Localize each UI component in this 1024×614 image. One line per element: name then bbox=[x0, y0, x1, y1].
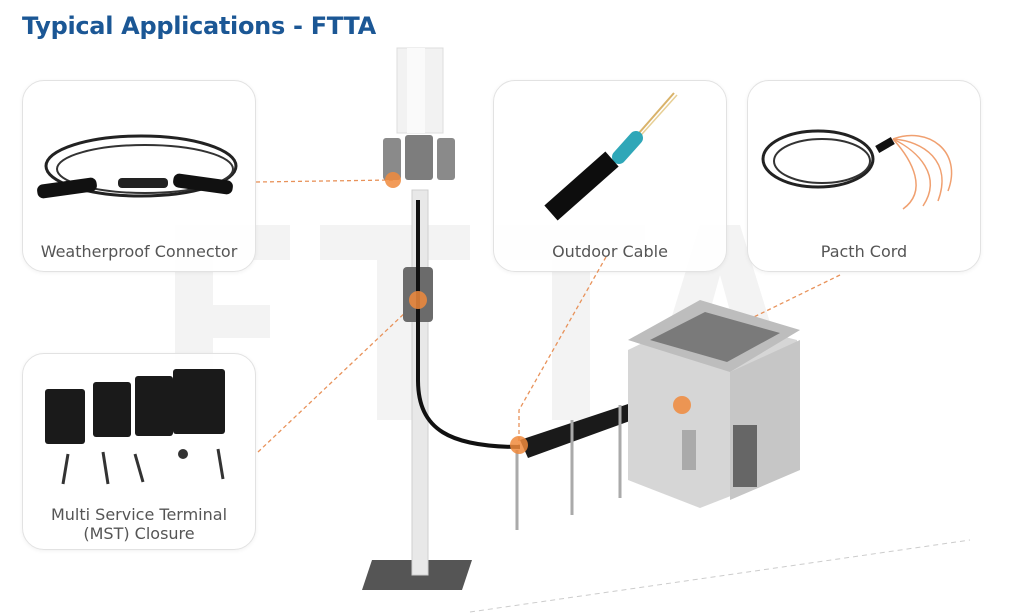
pole bbox=[362, 47, 472, 590]
card-label: Weatherproof Connector bbox=[40, 242, 238, 261]
card-label-line1: Multi Service Terminal bbox=[50, 505, 228, 524]
outdoor-cable-image bbox=[544, 92, 678, 221]
card-label: Pacth Cord bbox=[820, 242, 908, 261]
weatherproof-connector-image bbox=[37, 134, 238, 199]
ground-line bbox=[469, 539, 971, 613]
card-mst-closure: Multi Service Terminal (MST) Closure bbox=[22, 353, 256, 550]
card-weatherproof-connector: Weatherproof Connector bbox=[22, 80, 256, 272]
card-label: Outdoor Cable bbox=[552, 242, 668, 261]
mst-closure-image bbox=[45, 369, 225, 485]
cable-tray bbox=[520, 395, 660, 458]
page-title: Typical Applications - FTTA bbox=[22, 12, 376, 40]
tray-posts bbox=[515, 405, 622, 530]
patch-cord-image bbox=[761, 129, 953, 210]
card-label-line2: (MST) Closure bbox=[83, 524, 195, 543]
card-outdoor-cable: Outdoor Cable bbox=[493, 80, 727, 272]
card-patch-cord: Pacth Cord bbox=[747, 80, 981, 272]
equipment-shelter bbox=[628, 300, 800, 508]
